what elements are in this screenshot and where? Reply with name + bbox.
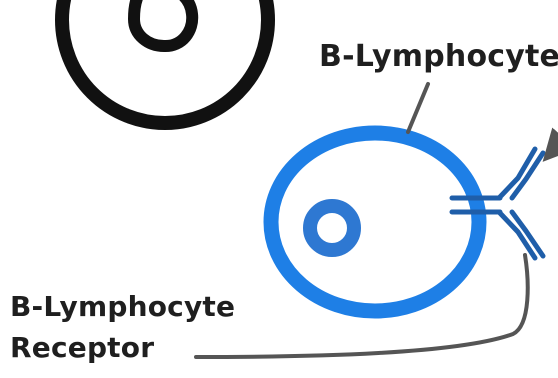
b-lymphocyte-label: B-Lymphocyte [319, 42, 558, 72]
black-cell-nucleus [134, 0, 192, 46]
offscreen-arrow [548, 145, 558, 156]
b-lymphocyte-cell [271, 133, 479, 311]
b-lymphocyte-receptor-label-line2: Receptor [10, 334, 154, 362]
cell-leader-line [408, 84, 428, 132]
b-lymphocyte-receptor [452, 149, 543, 258]
b-lymphocyte-receptor-label-line1: B-Lymphocyte [10, 293, 235, 321]
b-lymphocyte-nucleus [310, 206, 354, 250]
black-cell-outline [62, 0, 268, 123]
